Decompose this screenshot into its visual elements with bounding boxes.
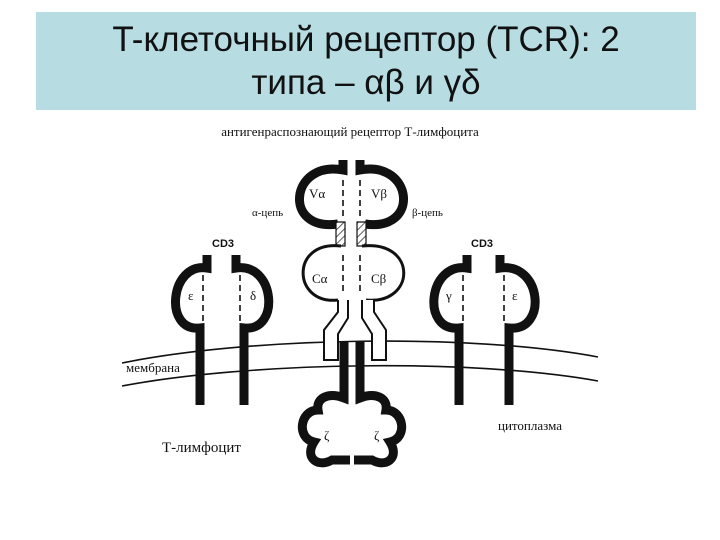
cd3-right-complex: [429, 255, 540, 405]
zeta-right-label: ζ: [374, 428, 380, 443]
delta-label: δ: [250, 288, 256, 303]
cd3-left-label: CD3: [212, 238, 234, 250]
c-alpha-label: Cα: [312, 271, 328, 286]
cytoplasm-label: цитоплазма: [498, 418, 562, 433]
title-line-1: T-клеточный рецептор (TCR): 2: [112, 20, 620, 59]
beta-chain-label: β-цепь: [412, 207, 443, 219]
zeta-left-label: ζ: [324, 428, 330, 443]
zeta-dimer: [297, 342, 407, 468]
alpha-chain-label: α-цепь: [252, 207, 283, 219]
membrane-label: мембрана: [126, 360, 180, 375]
gamma-label: γ: [445, 288, 452, 303]
title-line-2: типа – αβ и γδ: [251, 63, 481, 102]
epsilon-right-label: ε: [512, 288, 518, 303]
tcr-beta-chain: [355, 160, 408, 361]
slide-title: T-клеточный рецептор (TCR): 2 типа – αβ …: [36, 18, 696, 104]
epsilon-left-label: ε: [188, 288, 194, 303]
cd3-left-complex: [171, 255, 274, 405]
v-beta-label: Vβ: [371, 186, 387, 201]
diagram-caption: антигенраспознающий рецептор Т-лимфоцита: [221, 124, 479, 139]
t-lymphocyte-label: Т-лимфоцит: [162, 440, 241, 456]
tcr-alpha-chain: [295, 160, 349, 361]
v-alpha-label: Vα: [309, 186, 325, 201]
c-beta-label: Cβ: [371, 271, 387, 286]
cd3-right-label: CD3: [471, 238, 493, 250]
title-banner: T-клеточный рецептор (TCR): 2 типа – αβ …: [36, 12, 696, 110]
